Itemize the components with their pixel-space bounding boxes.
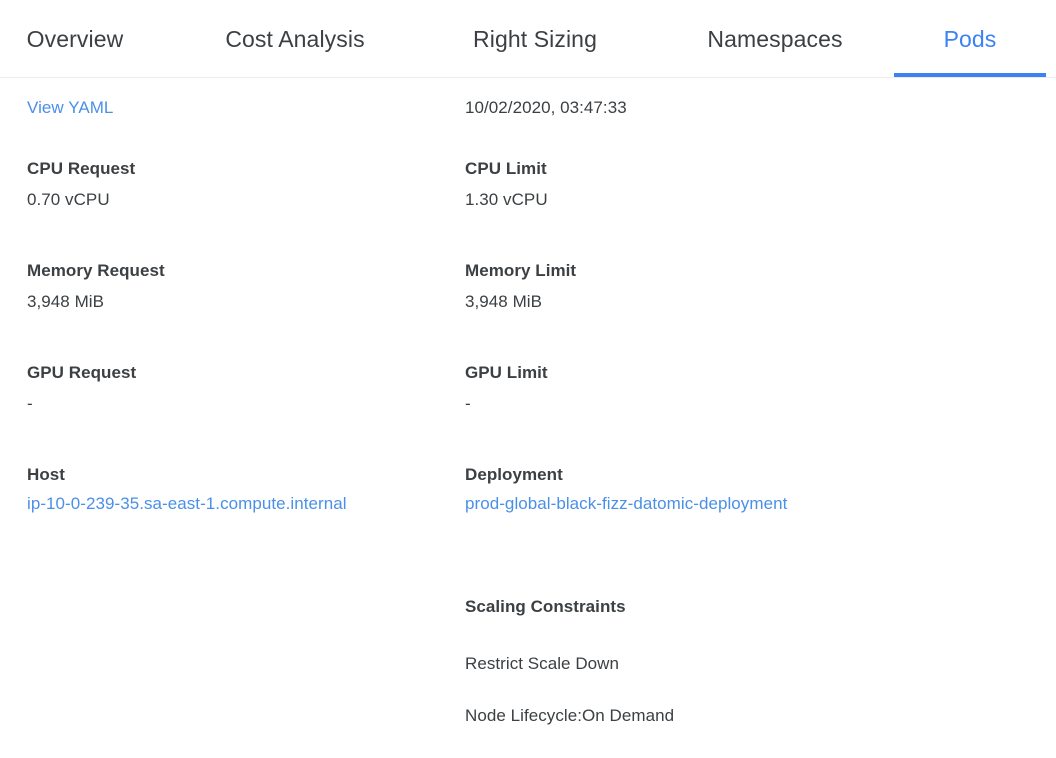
gpu-request-value: - xyxy=(27,394,33,413)
scaling-constraint-node-lifecycle: Node Lifecycle:On Demand xyxy=(465,706,675,725)
tab-namespaces[interactable]: Namespaces xyxy=(660,0,890,78)
cpu-request-label: CPU Request xyxy=(27,159,136,178)
tab-cost-analysis[interactable]: Cost Analysis xyxy=(180,0,410,78)
tab-overview[interactable]: Overview xyxy=(0,0,150,78)
memory-limit-value: 3,948 MiB xyxy=(465,292,542,311)
pod-timestamp: 10/02/2020, 03:47:33 xyxy=(465,98,627,117)
scaling-constraints-label: Scaling Constraints xyxy=(465,597,626,616)
cpu-limit-label: CPU Limit xyxy=(465,159,547,178)
gpu-limit-label: GPU Limit xyxy=(465,363,548,382)
gpu-request-label: GPU Request xyxy=(27,363,137,382)
cpu-limit-value: 1.30 vCPU xyxy=(465,190,548,209)
view-yaml-link[interactable]: View YAML xyxy=(27,98,114,117)
memory-request-value: 3,948 MiB xyxy=(27,292,104,311)
scaling-constraint-restrict-scale-down: Restrict Scale Down xyxy=(465,654,619,673)
deployment-link[interactable]: prod-global-black-fizz-datomic-deploymen… xyxy=(465,494,788,513)
tab-bar: Overview Cost Analysis Right Sizing Name… xyxy=(0,0,1056,78)
tab-pods[interactable]: Pods xyxy=(894,0,1046,78)
gpu-limit-value: - xyxy=(465,394,471,413)
tab-right-sizing[interactable]: Right Sizing xyxy=(430,0,640,78)
host-label: Host xyxy=(27,465,65,484)
cpu-request-value: 0.70 vCPU xyxy=(27,190,110,209)
deployment-label: Deployment xyxy=(465,465,563,484)
memory-limit-label: Memory Limit xyxy=(465,261,577,280)
active-tab-indicator xyxy=(894,73,1046,77)
memory-request-label: Memory Request xyxy=(27,261,165,280)
host-link[interactable]: ip-10-0-239-35.sa-east-1.compute.interna… xyxy=(27,494,347,513)
pod-detail-panel: View YAML CPU Request 0.70 vCPU Memory R… xyxy=(0,78,1056,758)
